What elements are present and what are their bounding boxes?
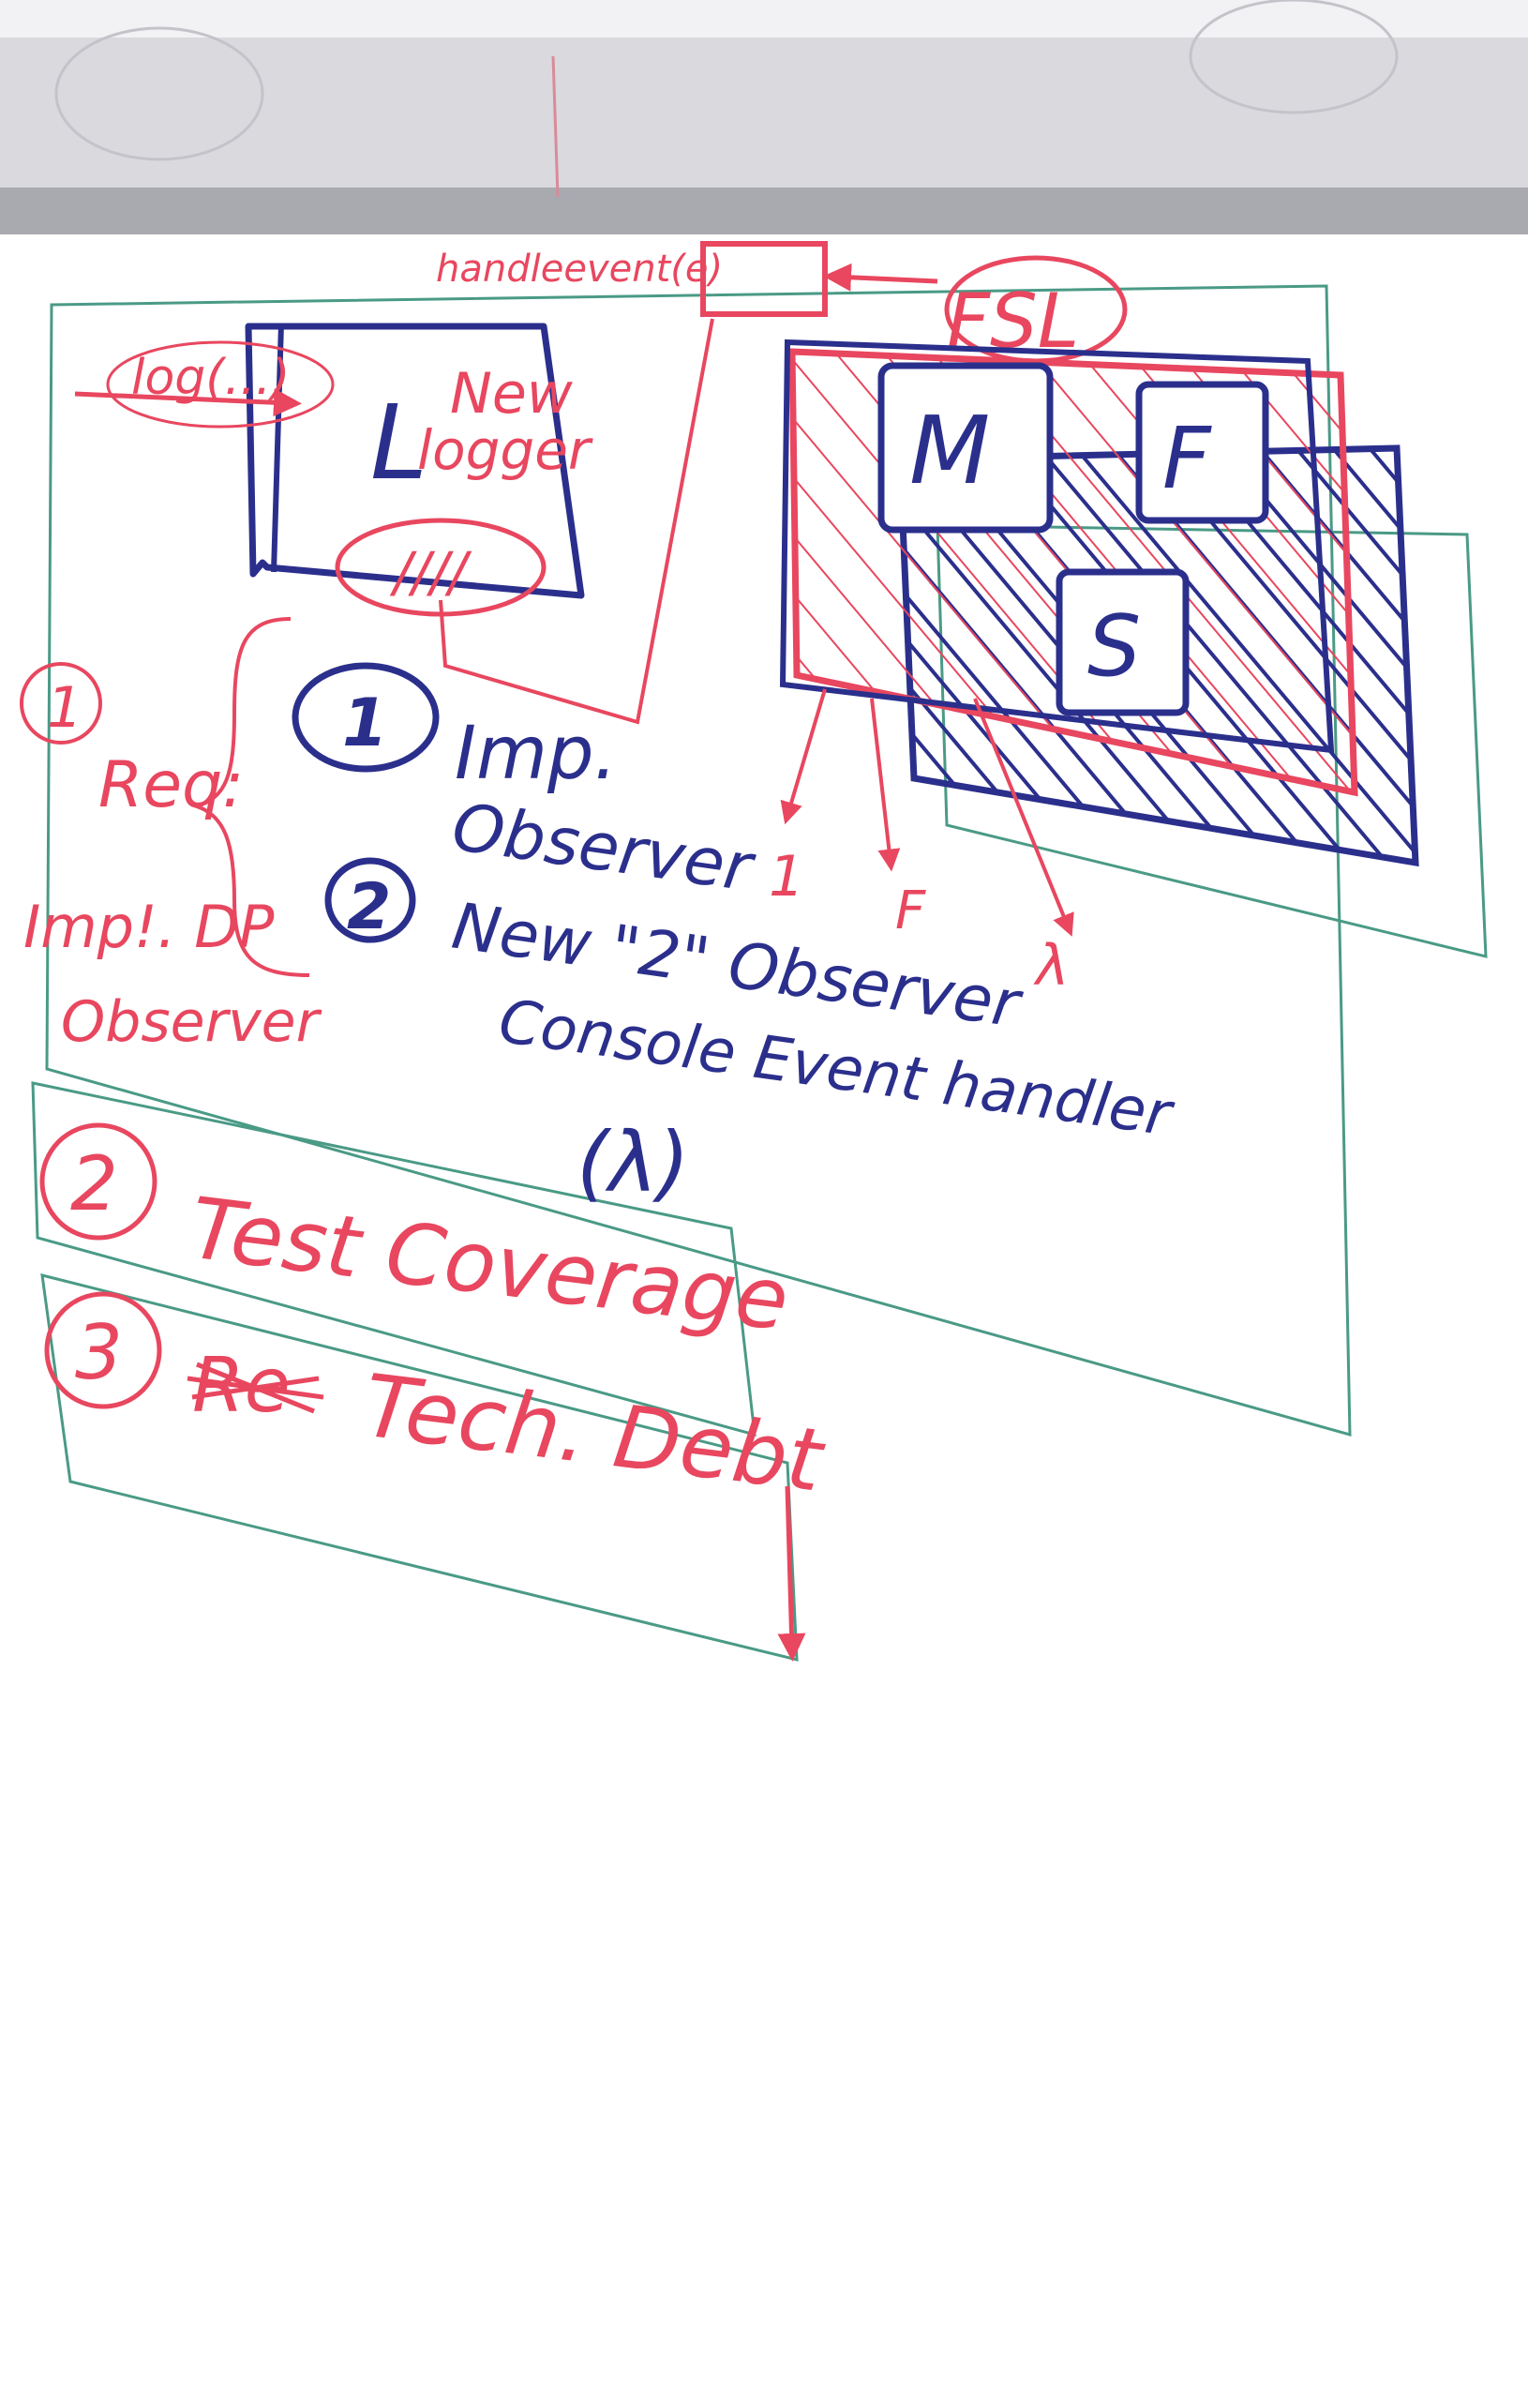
priority3-text: Tech. Debt (358, 1356, 830, 1512)
handle-event-label: handleevent(e) (436, 248, 723, 291)
list-item2-circle (324, 857, 416, 943)
new-logger-label-line2: logger (417, 418, 593, 482)
priority2-circle (39, 1122, 157, 1241)
fsl-to-handle-arrow (823, 263, 938, 292)
list-item1-circle (292, 662, 440, 773)
left-note-brace (190, 617, 310, 977)
left-note-line3: Observer (61, 989, 322, 1055)
list-item2-note: (λ) (577, 1114, 690, 1211)
list-item1-line2: Observer (448, 789, 761, 907)
module-s-box (1056, 568, 1190, 716)
new-logger-box (245, 323, 585, 599)
priority3-circle (44, 1291, 162, 1409)
handle-event-connector (439, 318, 714, 725)
priority3-arrow (777, 1485, 806, 1662)
module-m-label: M (909, 396, 990, 505)
logger-hatch-label: //// (389, 540, 472, 604)
log-call-arrow (74, 340, 335, 429)
list-item1-number: 1 (342, 685, 388, 761)
fsl-output-arrows (780, 688, 1074, 937)
arrow-target-3: λ (1033, 933, 1070, 999)
priority3-scribble (187, 1362, 324, 1414)
logger-box-letter: L (370, 383, 427, 503)
log-call-label: log(...) (131, 350, 290, 406)
new-logger-label-line1: New (450, 361, 574, 427)
priority2-number: 2 (70, 1140, 118, 1227)
arrow-target-2: F (895, 880, 926, 941)
flipchart-roll (0, 0, 1528, 234)
left-note-number: 1 (47, 675, 82, 741)
arrow-target-1: 1 (769, 844, 804, 910)
priority2-text: Test Coverage (185, 1180, 793, 1350)
list-item1-line1: Imp. (455, 712, 617, 796)
module-m-box (877, 362, 1054, 534)
module-f-label: F (1162, 410, 1212, 508)
left-note-number-circle (20, 662, 102, 745)
left-note-line1: Req: (98, 748, 244, 822)
module-f-box (1135, 381, 1269, 524)
list-item2-number: 2 (347, 870, 391, 944)
priority3-number: 3 (75, 1309, 123, 1396)
module-s-label: S (1087, 597, 1141, 696)
